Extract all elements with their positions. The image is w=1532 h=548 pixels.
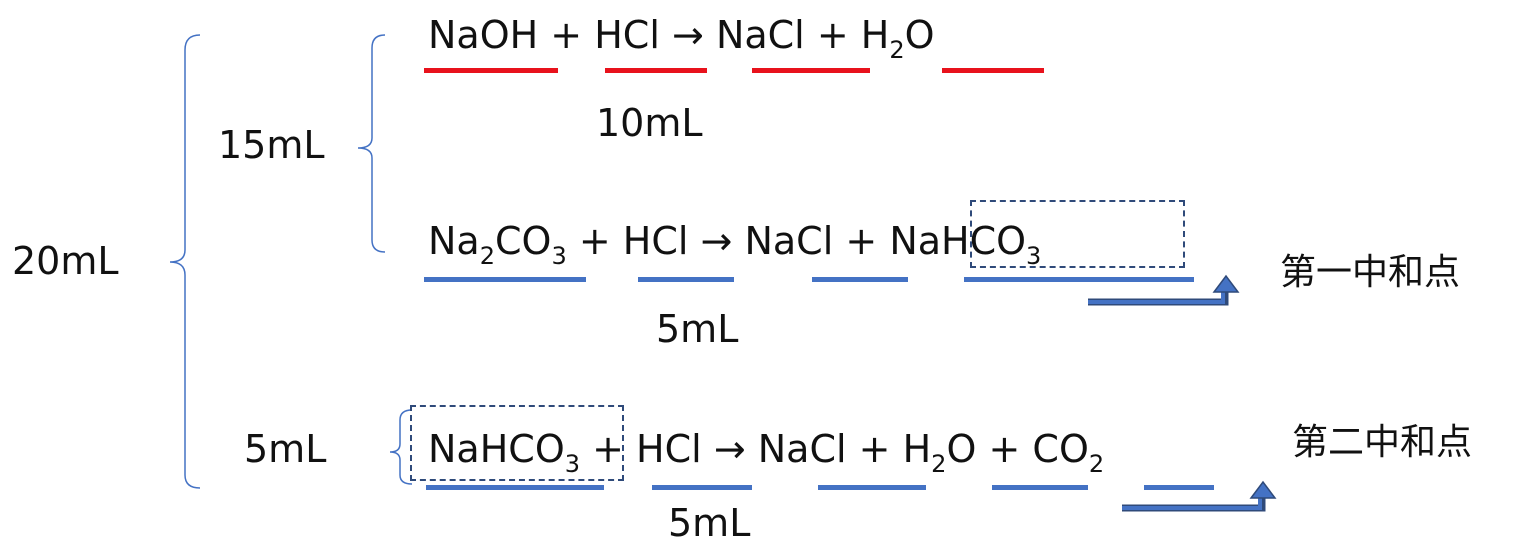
r1-underline-nacl bbox=[752, 68, 870, 73]
r2-reactant2: HCl bbox=[622, 219, 689, 263]
first-neutralization-label: 第一中和点 bbox=[1280, 252, 1461, 293]
r3-product1: NaCl bbox=[757, 427, 847, 471]
r3-underline-hcl bbox=[652, 485, 752, 490]
arrow-first-point bbox=[1088, 274, 1240, 306]
brace-15ml bbox=[357, 34, 386, 253]
r3-underline-nacl bbox=[818, 485, 926, 490]
r2-product2: NaHCO3 bbox=[889, 219, 1042, 270]
r2-product1: NaCl bbox=[744, 219, 834, 263]
r1-reactant1: NaOH bbox=[428, 13, 539, 57]
brace-total bbox=[169, 34, 201, 489]
r1-underline-h2o bbox=[942, 68, 1044, 73]
r2-underline-nahco3 bbox=[964, 277, 1194, 282]
r3-reactant2: HCl bbox=[636, 427, 702, 471]
r1-underline-naoh bbox=[424, 68, 558, 73]
r3-underline-nahco3 bbox=[426, 485, 604, 490]
r3-nahco3-box bbox=[410, 405, 624, 481]
r2-underline-nacl bbox=[812, 277, 908, 282]
brace-5ml bbox=[389, 409, 413, 485]
reaction1-equation: NaOH + HCl → NaCl + H2O bbox=[428, 13, 935, 64]
r3-arrow: → bbox=[713, 427, 746, 471]
volume-15ml: 15mL bbox=[218, 123, 325, 167]
r3-reactant1: NaHCO3 bbox=[428, 427, 581, 478]
r1-product2: H2O bbox=[860, 13, 935, 64]
second-neutralization-label: 第二中和点 bbox=[1292, 422, 1473, 463]
r2-reactant1: Na2CO3 bbox=[428, 219, 567, 270]
r2-nahco3-box bbox=[970, 200, 1185, 268]
r1-arrow: → bbox=[672, 13, 704, 57]
r3-underline-co2 bbox=[1144, 485, 1214, 490]
r2-underline-hcl bbox=[638, 277, 734, 282]
reaction3-equation: NaHCO3 + HCl → NaCl + H2O + CO2 bbox=[428, 427, 1105, 478]
volume-total: 20mL bbox=[12, 239, 119, 283]
volume-5ml: 5mL bbox=[244, 427, 327, 471]
r1-underline-hcl bbox=[605, 68, 707, 73]
reaction2-equation: Na2CO3 + HCl → NaCl + NaHCO3 bbox=[428, 219, 1042, 270]
r1-reactant2: HCl bbox=[594, 13, 660, 57]
r3-product3: CO2 bbox=[1032, 427, 1105, 478]
r2-underline-na2co3 bbox=[424, 277, 586, 282]
r1-volume: 10mL bbox=[596, 101, 703, 145]
r3-underline-h2o bbox=[992, 485, 1088, 490]
r3-volume: 5mL bbox=[668, 501, 751, 545]
r2-arrow: → bbox=[700, 219, 733, 263]
r1-product1: NaCl bbox=[715, 13, 805, 57]
r2-volume: 5mL bbox=[656, 307, 739, 351]
arrow-second-point bbox=[1122, 480, 1277, 512]
r3-product2: H2O bbox=[902, 427, 977, 478]
